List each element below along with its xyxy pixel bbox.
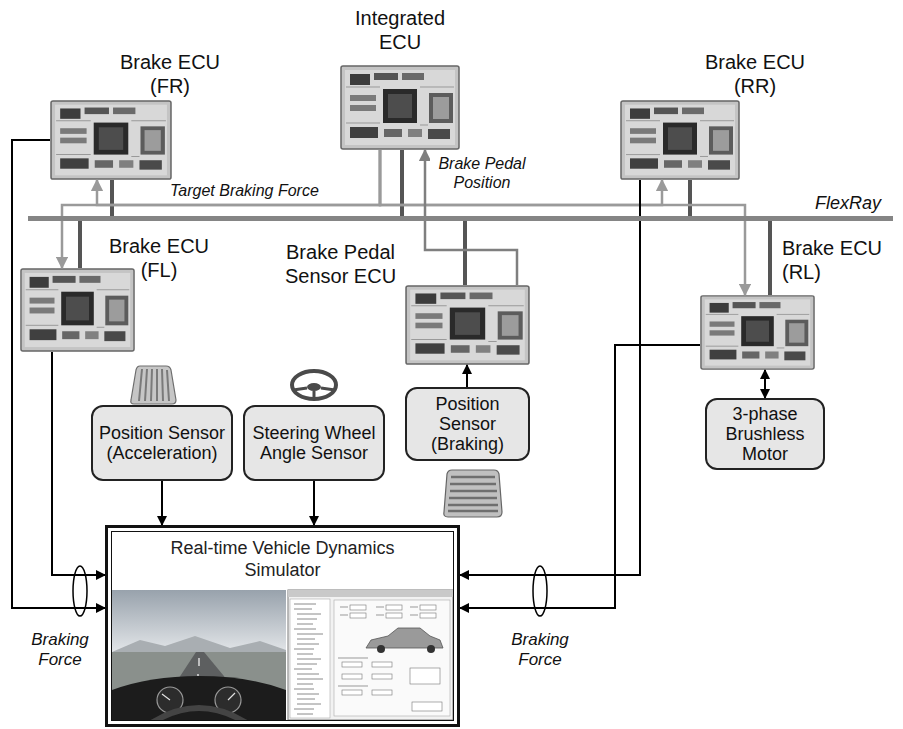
ecu-board-photo bbox=[341, 66, 459, 149]
sensor-box: 3-phase Brushless Motor bbox=[705, 398, 825, 470]
signal-label: Braking Force bbox=[500, 630, 580, 670]
sensor-label: Position Sensor (Acceleration) bbox=[98, 423, 226, 463]
signal-arrow bbox=[97, 150, 380, 205]
simulator-screenshot bbox=[342, 674, 362, 679]
simulator-screenshot bbox=[350, 613, 366, 618]
simulator-screenshot bbox=[350, 605, 366, 610]
simulator-screenshot bbox=[372, 674, 392, 679]
simulator-screenshot bbox=[386, 605, 402, 610]
sensor-label: 3-phase Brushless Motor bbox=[719, 404, 811, 464]
sensor-label: Position Sensor (Braking) bbox=[422, 394, 514, 454]
simulator-screenshot bbox=[150, 708, 248, 720]
simulator-screenshot bbox=[288, 590, 453, 597]
simulator-screenshot bbox=[342, 662, 362, 667]
steering-wheel-icon bbox=[292, 371, 336, 399]
simulator-screenshot bbox=[410, 668, 440, 684]
signal-arrow bbox=[161, 481, 163, 525]
simulator-screenshot bbox=[377, 645, 385, 653]
simulator-screenshot bbox=[372, 690, 392, 695]
ecu-board: Brake ECU (FR) bbox=[50, 100, 172, 180]
signal-arrow bbox=[460, 345, 700, 608]
bus-stub bbox=[78, 221, 82, 268]
ecu-board: Brake ECU (FL) bbox=[20, 268, 135, 352]
ecu-board-photo bbox=[51, 101, 171, 179]
ecu-board-photo bbox=[621, 101, 739, 179]
bus-stub bbox=[768, 221, 772, 295]
ecu-board: Integrated ECU bbox=[340, 65, 460, 150]
accelerator-pedal-icon bbox=[131, 366, 176, 404]
steering-wheel-icon bbox=[307, 383, 321, 391]
bus-stub bbox=[463, 221, 467, 285]
bus-stub bbox=[688, 180, 692, 216]
brake-pedal-icon bbox=[444, 470, 502, 517]
flexray-bus: FlexRay bbox=[28, 216, 893, 221]
simulator-screenshot bbox=[288, 590, 453, 720]
simulator-screenshot bbox=[294, 604, 323, 714]
simulator-screenshot bbox=[386, 613, 402, 618]
ecu-label: Brake Pedal Sensor ECU bbox=[278, 240, 403, 288]
simulator-screenshot bbox=[427, 645, 435, 653]
signal-arrow bbox=[380, 150, 745, 295]
ecu-board: Brake Pedal Sensor ECU bbox=[405, 285, 530, 365]
simulator-screenshot bbox=[366, 628, 443, 648]
ecu-label: Brake ECU (RL) bbox=[782, 236, 897, 284]
simulator-screenshot bbox=[420, 605, 436, 610]
signal-arrow bbox=[380, 150, 662, 205]
ecu-board: Brake ECU (RL) bbox=[700, 295, 815, 370]
accelerator-pedal-icon bbox=[139, 369, 169, 401]
bus-stub bbox=[110, 180, 114, 216]
simulator-screenshot bbox=[112, 676, 286, 720]
signal-label: Brake Pedal Position bbox=[430, 154, 534, 192]
signal-arrow bbox=[466, 365, 468, 387]
ecu-label: Brake ECU (RR) bbox=[696, 50, 814, 98]
signal-label: Target Braking Force bbox=[168, 181, 321, 200]
sensor-box: Position Sensor (Braking) bbox=[405, 387, 530, 461]
steering-wheel-icon bbox=[292, 371, 336, 399]
simulator-screenshot bbox=[342, 690, 362, 695]
signal-arrow bbox=[764, 370, 766, 398]
simulator-screenshot bbox=[112, 590, 453, 724]
steering-wheel-icon bbox=[293, 388, 335, 399]
signal-arrow bbox=[313, 481, 315, 525]
simulator-screenshot bbox=[290, 599, 330, 718]
simulator-screenshot bbox=[372, 662, 392, 667]
signal-label: Braking Force bbox=[20, 630, 100, 670]
sensor-box: Steering Wheel Angle Sensor bbox=[243, 405, 385, 481]
simulator-screenshot bbox=[334, 600, 450, 716]
ecu-label: Integrated ECU bbox=[348, 6, 452, 54]
brake-pedal-icon bbox=[444, 470, 502, 517]
simulator-screenshot bbox=[412, 702, 442, 711]
ecu-board-photo bbox=[21, 269, 134, 351]
sensor-box: Position Sensor (Acceleration) bbox=[91, 405, 233, 481]
simulator-screenshot bbox=[420, 613, 436, 618]
simulator-screenshot bbox=[112, 590, 286, 720]
ecu-label: Brake ECU (FL) bbox=[100, 234, 218, 282]
simulator-screenshot bbox=[162, 693, 235, 700]
signal-arrow bbox=[12, 140, 105, 608]
simulator-box: Real-time Vehicle Dynamics Simulator bbox=[105, 525, 460, 727]
simulator-title: Real-time Vehicle Dynamics Simulator bbox=[153, 537, 413, 581]
ecu-board-photo bbox=[406, 286, 529, 364]
signal-arrow bbox=[460, 180, 640, 575]
ecu-label: Brake ECU (FR) bbox=[111, 50, 229, 98]
brake-pedal-icon bbox=[448, 477, 498, 511]
accelerator-pedal-icon bbox=[131, 366, 176, 404]
sensor-label: Steering Wheel Angle Sensor bbox=[250, 423, 378, 463]
ecu-board: Brake ECU (RR) bbox=[620, 100, 740, 180]
bus-label: FlexRay bbox=[815, 193, 881, 213]
ecu-board-photo bbox=[701, 296, 814, 369]
